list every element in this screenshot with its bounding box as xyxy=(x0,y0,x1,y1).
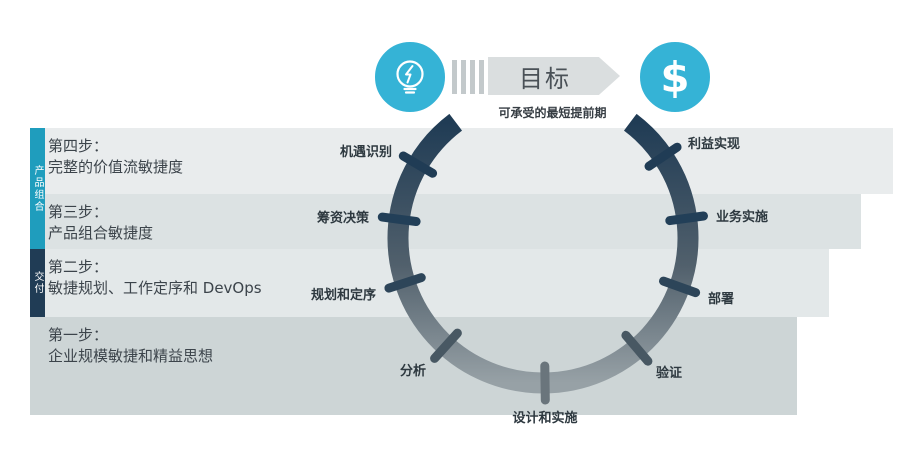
phase-label-deploy: 部署 xyxy=(708,292,735,307)
step-1-title: 第一步： xyxy=(48,326,109,344)
step-1-text: 第一步： 企业规模敏捷和精益思想 xyxy=(30,317,797,367)
phase-label-funding: 筹资决策 xyxy=(316,211,369,226)
step-2-desc: 敏捷规划、工作定序和 DevOps xyxy=(48,279,262,297)
step-3-desc: 产品组合敏捷度 xyxy=(48,224,154,242)
value-circle: $ xyxy=(637,39,713,115)
phase-label-design: 设计和实施 xyxy=(512,411,578,426)
lead-time-label: 可承受的最短提前期 xyxy=(498,106,607,120)
step-4-desc: 完整的价值流敏捷度 xyxy=(48,158,184,176)
step-2-text: 第二步： 敏捷规划、工作定序和 DevOps xyxy=(30,249,829,299)
step-4-title: 第四步： xyxy=(48,137,109,155)
dollar-icon: $ xyxy=(660,52,690,102)
goal-label: 目标 xyxy=(519,64,571,93)
phase-label-business: 业务实施 xyxy=(716,210,769,225)
phase-label-opportunity: 机遇识别 xyxy=(339,145,392,160)
phase-label-analysis: 分析 xyxy=(399,364,426,379)
step-4-text: 第四步： 完整的价值流敏捷度 xyxy=(30,128,893,178)
phase-label-benefit: 利益实现 xyxy=(688,137,741,152)
lightbulb-icon xyxy=(396,60,424,94)
step-2-title: 第二步： xyxy=(48,258,109,276)
side-tab-delivery-label: 交付 xyxy=(32,271,43,295)
side-tab-portfolio: 产品组合 xyxy=(30,128,45,249)
goal-banner: 目标 xyxy=(488,57,620,95)
step-3-title: 第三步： xyxy=(48,203,109,221)
side-tab-delivery: 交付 xyxy=(30,249,45,317)
step-3-text: 第三步： 产品组合敏捷度 xyxy=(30,194,861,244)
idea-circle xyxy=(372,39,448,115)
step-1-desc: 企业规模敏捷和精益思想 xyxy=(48,347,214,365)
phase-label-planning: 规划和定序 xyxy=(310,288,376,303)
phase-label-verify: 验证 xyxy=(656,366,683,381)
transition-stripes-icon xyxy=(452,60,484,94)
side-tab-portfolio-label: 产品组合 xyxy=(32,164,43,213)
step-band-4: 第四步： 完整的价值流敏捷度 xyxy=(30,128,893,194)
